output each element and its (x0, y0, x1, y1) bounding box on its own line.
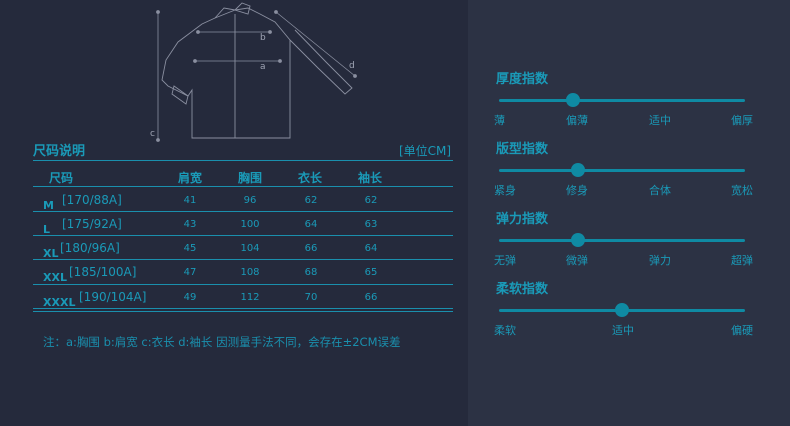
header-chest: 胸围 (238, 171, 263, 185)
size-spec: [170/88A] (62, 193, 122, 207)
scale-label: 合体 (649, 184, 671, 197)
value-length: 70 (304, 292, 318, 303)
scale-label: 紧身 (494, 184, 516, 197)
value-length: 68 (304, 267, 318, 278)
fit-index-track (499, 169, 745, 172)
value-length: 64 (304, 219, 318, 230)
thickness-index-track (499, 99, 745, 102)
header-sleeve: 袖长 (358, 171, 383, 185)
value-chest: 96 (243, 195, 257, 206)
measurement-note: 注：a:胸围 b:肩宽 c:衣长 d:袖长 因测量手法不同，会存在±2CM误差 (43, 335, 401, 349)
value-chest: 112 (240, 292, 260, 303)
table-divider (33, 311, 453, 312)
stretch-index-marker (570, 233, 585, 247)
label-b: b (260, 33, 266, 43)
table-divider (33, 235, 453, 236)
scale-label: 宽松 (731, 184, 753, 197)
size-spec: [180/96A] (60, 241, 120, 255)
value-sleeve: 62 (364, 195, 378, 206)
scale-label: 偏硬 (731, 324, 753, 337)
stretch-index-title: 弹力指数 (496, 212, 549, 227)
thickness-index-marker (565, 93, 580, 107)
value-shoulder: 47 (183, 267, 197, 278)
scale-label: 修身 (566, 184, 588, 197)
value-chest: 108 (240, 267, 260, 278)
value-chest: 104 (240, 243, 260, 254)
size-code: XXL (43, 271, 67, 284)
table-divider (33, 308, 453, 309)
value-sleeve: 66 (364, 292, 378, 303)
value-length: 62 (304, 195, 318, 206)
label-d: d (349, 61, 355, 71)
label-c: c (150, 129, 155, 139)
value-chest: 100 (240, 219, 260, 230)
softness-index-marker (615, 303, 629, 317)
scale-label: 偏薄 (566, 114, 588, 127)
scale-label: 适中 (649, 114, 671, 127)
unit-label: [单位CM] (399, 144, 452, 158)
size-code: XXXL (43, 296, 76, 309)
table-row: XXXL [190/104A] 49 112 70 66 (0, 290, 468, 312)
value-shoulder: 45 (183, 243, 197, 254)
size-code: L (43, 223, 51, 236)
size-chart-panel (0, 0, 468, 426)
header-size: 尺码 (49, 171, 74, 185)
table-header: 尺码 肩宽 胸围 衣长 袖长 (0, 169, 468, 185)
stretch-index-track (499, 239, 745, 242)
size-code: M (43, 199, 54, 212)
shirt-diagram: b a c d (150, 2, 357, 142)
thickness-index-title: 厚度指数 (496, 72, 549, 87)
header-length: 衣长 (298, 171, 323, 185)
scale-label: 微弹 (566, 254, 588, 267)
table-divider (33, 211, 453, 212)
index-panel (468, 0, 790, 426)
value-sleeve: 65 (364, 267, 378, 278)
fit-index-marker (570, 163, 585, 177)
table-row: L [175/92A] 43 100 64 63 (0, 217, 468, 239)
label-a: a (260, 62, 266, 72)
table-divider (33, 160, 453, 161)
value-shoulder: 43 (183, 219, 197, 230)
value-sleeve: 63 (364, 219, 378, 230)
size-spec: [175/92A] (62, 217, 122, 231)
scale-label: 偏厚 (731, 114, 753, 127)
size-spec: [185/100A] (69, 265, 137, 279)
fit-index-title: 版型指数 (496, 142, 549, 157)
header-shoulder: 肩宽 (178, 171, 203, 185)
table-divider (33, 186, 453, 187)
value-shoulder: 49 (183, 292, 197, 303)
table-row: XXL [185/100A] 47 108 68 65 (0, 265, 468, 287)
softness-index-title: 柔软指数 (496, 282, 549, 297)
scale-label: 柔软 (494, 324, 516, 337)
table-divider (33, 284, 453, 285)
value-length: 66 (304, 243, 318, 254)
scale-label: 适中 (612, 324, 634, 337)
table-row: XL [180/96A] 45 104 66 64 (0, 241, 468, 263)
value-shoulder: 41 (183, 195, 197, 206)
scale-label: 薄 (494, 114, 505, 127)
size-spec: [190/104A] (79, 290, 147, 304)
table-row: M [170/88A] 41 96 62 62 (0, 193, 468, 215)
size-chart-title: 尺码说明 (33, 144, 86, 159)
scale-label: 无弹 (494, 254, 516, 267)
scale-label: 超弹 (731, 254, 753, 267)
size-code: XL (43, 247, 59, 260)
value-sleeve: 64 (364, 243, 378, 254)
scale-label: 弹力 (649, 254, 671, 267)
table-divider (33, 259, 453, 260)
